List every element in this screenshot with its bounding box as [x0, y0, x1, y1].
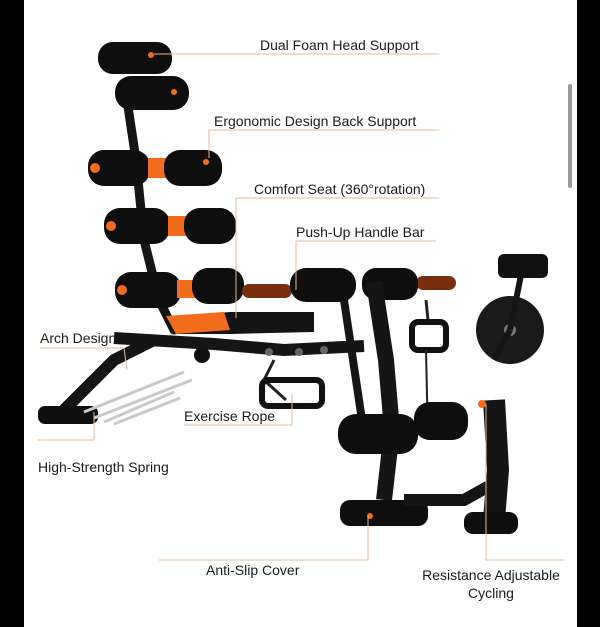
label-resistance-cycling: Resistance Adjustable Cycling — [411, 567, 571, 601]
label-comfort-seat: Comfort Seat (360°rotation) — [254, 181, 426, 197]
scrollbar-thumb[interactable] — [568, 84, 572, 188]
cycling-unit — [464, 254, 548, 534]
bench-machine — [38, 42, 548, 534]
product-image-frame: Dual Foam Head Support Ergonomic Design … — [24, 0, 577, 627]
springs — [83, 370, 193, 426]
head-foam-roller-top — [98, 42, 172, 74]
front-foot-pad — [38, 406, 98, 424]
label-high-strength-spring: High-Strength Spring — [38, 459, 169, 475]
push-up-handle-left — [242, 284, 292, 298]
back-support-rollers — [88, 150, 244, 308]
push-up-handle-right — [416, 276, 456, 290]
label-arch-design: Arch Design — [40, 330, 117, 346]
label-ergonomic-back-support: Ergonomic Design Back Support — [214, 113, 417, 129]
head-foam-roller-bottom — [115, 76, 189, 110]
label-dual-foam-head-support: Dual Foam Head Support — [260, 37, 419, 53]
label-push-up-handle-bar: Push-Up Handle Bar — [296, 224, 425, 240]
leader-lines — [38, 53, 564, 561]
label-anti-slip-cover: Anti-Slip Cover — [206, 562, 300, 578]
rear-foot-pad — [340, 500, 428, 526]
label-resistance-cycling-line1: Resistance Adjustable — [422, 567, 560, 583]
ab-bench-illustration — [38, 42, 564, 561]
label-resistance-cycling-line2: Cycling — [468, 585, 514, 601]
label-exercise-rope: Exercise Rope — [184, 408, 276, 424]
